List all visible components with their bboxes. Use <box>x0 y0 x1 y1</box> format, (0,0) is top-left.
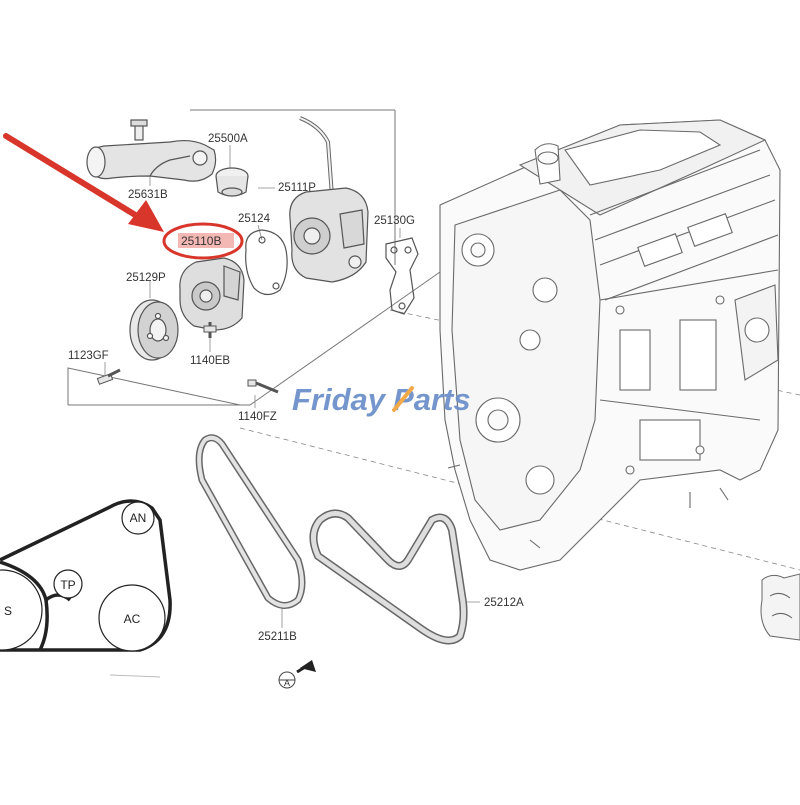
pulley-label-tp: TP <box>60 578 75 592</box>
watermark-accent-stroke <box>392 386 414 412</box>
pulley-label-ac: AC <box>124 612 141 626</box>
watermark-part2: Parts <box>393 382 471 417</box>
belt-routing-schematic: AN TP AC S <box>0 499 172 678</box>
part-label-25129P: 25129P <box>126 272 166 284</box>
pulley-s: S <box>0 569 43 651</box>
highlight-callout: 25110B <box>3 133 244 260</box>
coolant-pipe-fitting <box>86 119 217 182</box>
callout-part-number: 25110B <box>181 234 221 248</box>
part-label-25212A: 25212A <box>484 597 524 609</box>
part-label-25211B: 25211B <box>258 631 297 643</box>
part-label-1123GF: 1123GF <box>68 350 109 362</box>
part-label-25631B: 25631B <box>128 189 168 201</box>
view-marker: A <box>278 660 316 689</box>
pulley-ac: AC <box>98 584 166 652</box>
watermark-part1: Friday <box>292 382 387 417</box>
part-label-1140EB: 1140EB <box>190 355 230 367</box>
drive-belt-25212A <box>309 509 468 645</box>
part-label-25500A: 25500A <box>208 133 248 145</box>
pulley-label-s: S <box>4 604 12 618</box>
part-label-25130G: 25130G <box>374 215 415 227</box>
part-label-25124: 25124 <box>238 213 271 225</box>
partial-component <box>760 573 800 641</box>
pulley-tp: TP <box>53 569 83 599</box>
pulley-label-an: AN <box>130 511 147 525</box>
drive-belt-25211B <box>195 434 306 609</box>
engine-block <box>439 119 781 571</box>
water-pump-pulley <box>129 299 179 361</box>
bolts <box>96 325 279 394</box>
part-label-25111P: 25111P <box>278 182 316 194</box>
pulley-an: AN <box>121 501 155 535</box>
outlet-gasket <box>385 237 419 315</box>
part-labels: 25500A 25631B 25111P 25124 25130G 25129P… <box>68 133 524 643</box>
pump-gasket <box>245 229 288 296</box>
view-marker-label: A <box>284 678 290 688</box>
callout-arrow-shaft <box>3 133 153 227</box>
water-pump-panel-frame <box>67 109 451 406</box>
callout-arrow-head <box>128 200 164 232</box>
pump-housing-assembly <box>289 116 369 283</box>
callout-ring <box>162 222 244 260</box>
thermostat <box>215 167 249 197</box>
callout-highlight-fill <box>178 233 234 248</box>
part-label-1140FZ: 1140FZ <box>238 411 277 423</box>
